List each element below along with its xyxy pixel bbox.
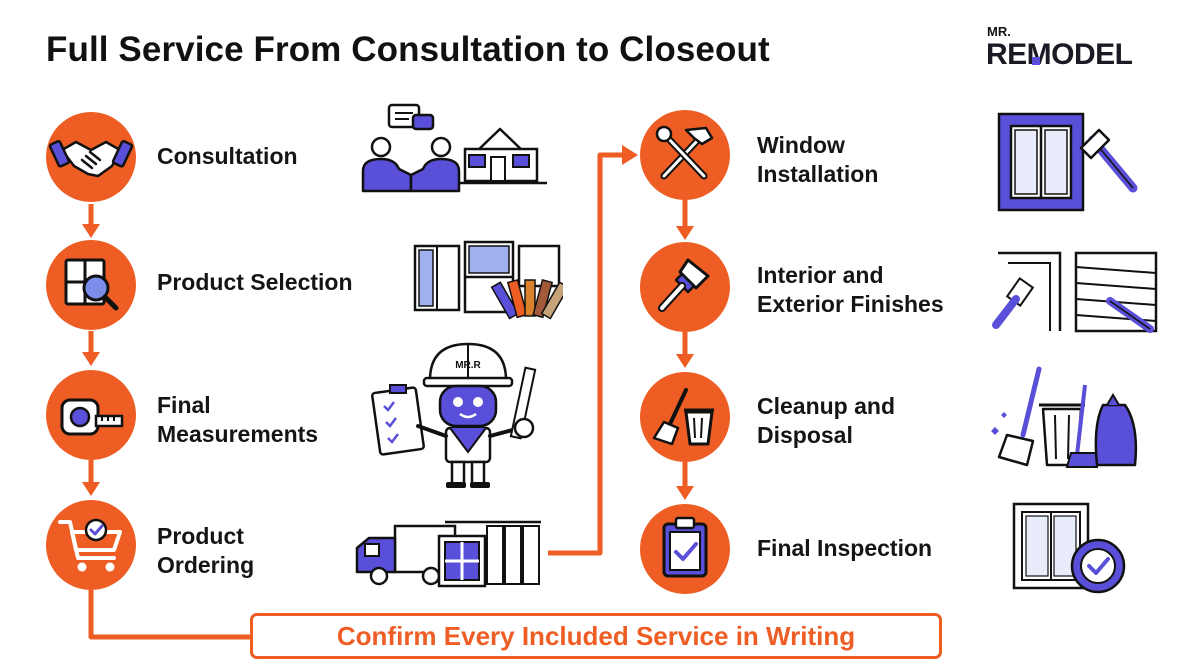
- step-final-measurements-circle: [46, 370, 136, 460]
- step-window-installation-circle: [640, 110, 730, 200]
- finishes-illustration: [992, 251, 1158, 333]
- brand-logo: MR. REMODEL: [986, 24, 1176, 74]
- step-label-line2: Disposal: [757, 422, 853, 448]
- handshake-icon: [48, 139, 134, 178]
- step-label-product-selection: Product Selection: [157, 268, 353, 297]
- product-selection-illustration: [413, 240, 563, 320]
- step-label-consultation: Consultation: [157, 142, 298, 171]
- paintbrush-icon: [658, 258, 710, 312]
- step-label-line1: Cleanup and: [757, 393, 896, 419]
- delivery-illustration: [355, 520, 541, 588]
- step-label-product-ordering: Product Ordering: [157, 522, 254, 580]
- step-label-line2: Ordering: [157, 552, 255, 578]
- page-title: Full Service From Consultation to Closeo…: [46, 30, 770, 69]
- step-finishes-circle: [640, 242, 730, 332]
- logo-window-mark: [1032, 57, 1040, 65]
- broom-bin-icon: [652, 388, 714, 446]
- shopping-cart-icon: [58, 518, 122, 572]
- final-inspection-illustration: [1012, 502, 1126, 594]
- logo-prefix: MR.: [987, 24, 1011, 39]
- step-label-window-installation: Window Installation: [757, 131, 878, 189]
- step-cleanup-circle: [640, 372, 730, 462]
- consultation-illustration: [361, 103, 547, 193]
- cleanup-illustration: [991, 366, 1138, 468]
- tape-measure-icon: [60, 398, 124, 436]
- hammer-wrench-icon: [655, 125, 714, 180]
- mascot-illustration: MR.R: [371, 342, 537, 488]
- step-label-cleanup: Cleanup and Disposal: [757, 392, 895, 450]
- step-label-line2: Measurements: [157, 421, 319, 447]
- step-label-line1: Product Selection: [157, 269, 353, 295]
- step-label-finishes: Interior and Exterior Finishes: [757, 261, 944, 319]
- step-label-final-measurements: Final Measurements: [157, 391, 318, 449]
- step-final-inspection-circle: [640, 504, 730, 594]
- step-label-line1: Consultation: [157, 143, 298, 169]
- window-installation-illustration: [997, 112, 1138, 212]
- step-label-line2: Installation: [757, 161, 879, 187]
- mascot-badge-text: MR.R: [455, 360, 481, 371]
- step-product-ordering-circle: [46, 500, 136, 590]
- window-search-icon: [64, 258, 119, 311]
- clipboard-check-icon: [662, 516, 708, 578]
- step-label-line1: Interior and: [757, 262, 884, 288]
- confirm-services-banner: Confirm Every Included Service in Writin…: [250, 613, 942, 659]
- step-consultation-circle: [46, 112, 136, 202]
- step-label-line1: Final: [157, 392, 211, 418]
- step-label-line1: Product: [157, 523, 244, 549]
- logo-wordmark: REMODEL: [986, 38, 1133, 71]
- step-label-line2: Exterior Finishes: [757, 291, 944, 317]
- step-label-line1: Window: [757, 132, 845, 158]
- step-label-line1: Final Inspection: [757, 535, 933, 561]
- step-label-final-inspection: Final Inspection: [757, 534, 932, 563]
- step-product-selection-circle: [46, 240, 136, 330]
